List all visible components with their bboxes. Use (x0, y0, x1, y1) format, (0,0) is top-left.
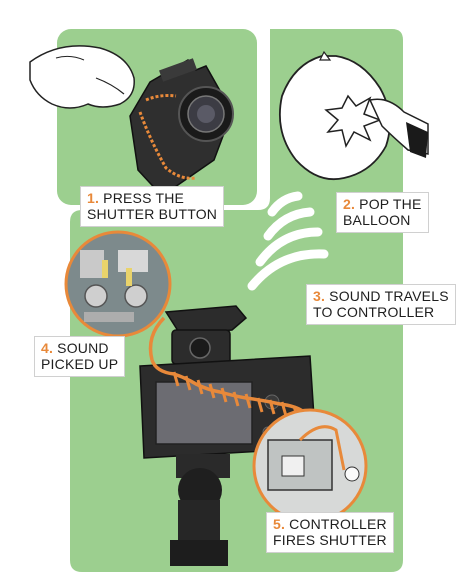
step-number-5: 5. (273, 516, 286, 532)
microphone-board-icon (64, 230, 172, 338)
step-label-sound-picked-up: 4. SOUND PICKED UP (34, 336, 126, 377)
step-3-line2: TO CONTROLLER (313, 304, 435, 320)
camera-icon (129, 58, 234, 197)
step-number-4: 4. (41, 340, 54, 356)
sound-wave-icon (247, 191, 329, 291)
step-5-line2: FIRES SHUTTER (273, 532, 387, 548)
step-5-line1: CONTROLLER (289, 516, 387, 532)
step-1-line1: PRESS THE (103, 190, 185, 206)
step-number-1: 1. (87, 190, 100, 206)
step-4-line2: PICKED UP (41, 356, 119, 372)
step-number-2: 2. (343, 196, 356, 212)
step-number-3: 3. (313, 288, 326, 304)
step-label-controller-fires: 5. CONTROLLER FIRES SHUTTER (266, 512, 394, 553)
step-2-line1: POP THE (359, 196, 422, 212)
step-4-line1: SOUND (57, 340, 109, 356)
hand-icon (29, 45, 135, 109)
step-2-line2: BALLOON (343, 212, 411, 228)
balloon-icon (279, 50, 429, 181)
step-3-line1: SOUND TRAVELS (329, 288, 449, 304)
step-label-pop-balloon: 2. POP THE BALLOON (336, 192, 429, 233)
step-label-press-shutter: 1. PRESS THE SHUTTER BUTTON (80, 186, 225, 227)
step-label-sound-travels: 3. SOUND TRAVELS TO CONTROLLER (306, 284, 456, 325)
tripod-icon (170, 454, 230, 566)
controller-icon (252, 408, 368, 524)
step-1-line2: SHUTTER BUTTON (87, 206, 218, 222)
